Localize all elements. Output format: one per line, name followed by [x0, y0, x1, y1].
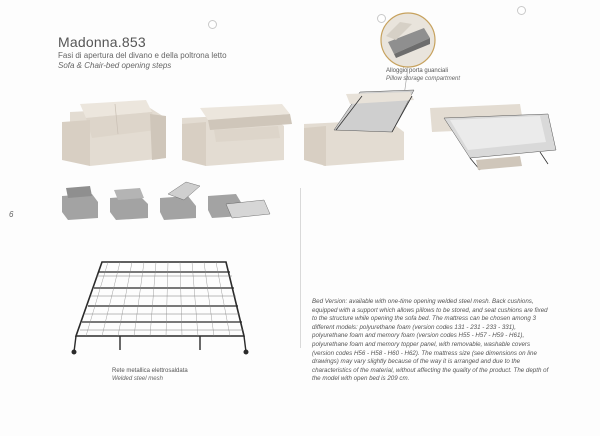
page-number: 6 [9, 210, 14, 219]
page-title: Madonna.853 [58, 34, 146, 50]
punch-hole [208, 20, 217, 29]
chair-step-3 [160, 181, 201, 220]
sofa-step-1-closed [62, 100, 166, 166]
punch-hole [517, 6, 526, 15]
sofa-step-3-unfolding [304, 89, 415, 166]
chair-step-1 [62, 186, 98, 220]
chair-step-2 [110, 188, 148, 220]
sofa-step-2-opening [182, 104, 292, 166]
chair-step-4 [208, 194, 271, 219]
page-subtitle-english: Sofa & Chair-bed opening steps [58, 61, 172, 70]
mesh-frame-image [71, 261, 249, 355]
mesh-callout-english: Welded steel mesh [112, 376, 163, 382]
column-divider [300, 188, 301, 348]
mesh-callout-italian: Rete metallica elettrosaldata [112, 368, 188, 374]
product-description: Bed Version: available with one-time ope… [312, 298, 549, 383]
sofa-step-4-open-bed [430, 104, 557, 171]
mesh-callout: Rete metallica elettrosaldata Welded ste… [112, 367, 188, 383]
page-subtitle-italian: Fasi di apertura del divano e della polt… [58, 51, 227, 60]
pillow-compartment-callout: Alloggio porta guanciali Pillow storage … [386, 67, 460, 83]
punch-hole [377, 14, 386, 23]
pillow-callout-english: Pillow storage compartment [386, 76, 461, 82]
pillow-compartment-image [380, 12, 436, 97]
pillow-callout-italian: Alloggio porta guanciali [386, 68, 449, 74]
